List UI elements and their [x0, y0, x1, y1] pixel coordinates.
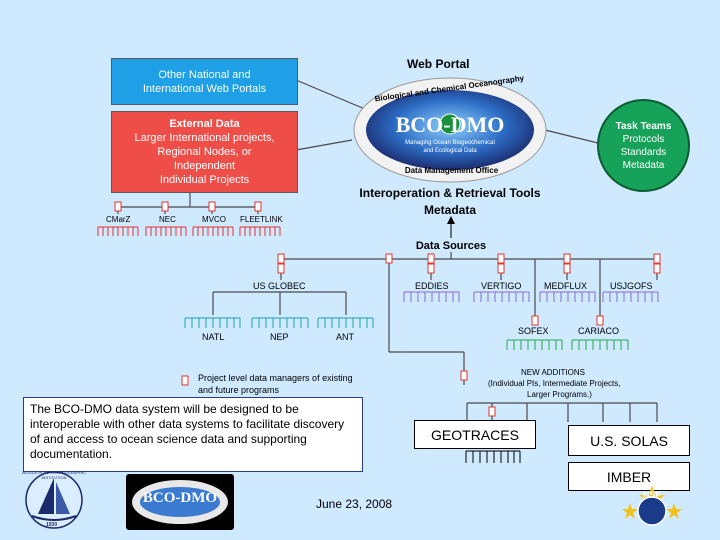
web-portal-title: Web Portal: [407, 57, 470, 71]
interop-label: Interoperation & Retrieval Tools: [359, 186, 541, 200]
nep-label: NEP: [270, 332, 289, 342]
usjgofs-label: USJGOFS: [610, 281, 653, 291]
external-data-box: External Data Larger International proje…: [111, 111, 298, 193]
node-cmarz: CMarZ: [106, 215, 131, 224]
external-data-title: External Data: [169, 118, 240, 130]
new-additions-title: NEW ADDITIONS: [521, 368, 586, 377]
natl-label: NATL: [202, 332, 225, 342]
external-line-1: Larger International projects,: [134, 132, 275, 144]
task-standards: Standards: [620, 146, 667, 158]
legend-line2: and future programs: [198, 385, 280, 395]
metadata-label: Metadata: [423, 203, 476, 217]
whoi-year: 1930: [46, 522, 58, 528]
vertigo-label: VERTIGO: [481, 281, 522, 291]
task-metadata: Metadata: [622, 159, 665, 171]
us-globec-label: US GLOBEC: [253, 281, 306, 291]
portal-arc-bottom: Data Management Office: [404, 166, 499, 175]
bco-dmo-small-logo: [126, 474, 234, 530]
task-teams-circle: Task Teams Protocols Standards Metadata: [597, 99, 690, 192]
ant-label: ANT: [336, 332, 354, 342]
node-mvco: MVCO: [202, 215, 226, 224]
footer-date: June 23, 2008: [316, 497, 393, 511]
portal-sub1: Managing Ocean Biogeochemical: [405, 140, 495, 146]
small-logo-text: BCO-DMO: [142, 490, 218, 506]
sofex-label: SOFEX: [518, 326, 549, 336]
other-portals-line2: International Web Portals: [142, 82, 267, 95]
external-line-2: Regional Nodes, or: [157, 146, 252, 158]
data-sources-title: Data Sources: [415, 240, 487, 252]
eddies-label: EDDIES: [415, 281, 449, 291]
geotraces-box: GEOTRACES: [414, 420, 536, 449]
task-teams-title: Task Teams: [615, 120, 672, 132]
new-additions-line2: Larger Programs.): [527, 390, 592, 399]
external-line-4: Individual Projects: [159, 174, 250, 186]
other-portals-line1: Other National and: [158, 68, 251, 81]
description-note: The BCO-DMO data system will be designed…: [23, 397, 363, 472]
node-fleetlink: FLEETLINK: [240, 215, 283, 224]
whoi-arc-text: WOODS HOLE OCEANOGRAPHIC INSTITUTION: [21, 470, 87, 480]
portal-logo-text: BCO-DMO: [395, 112, 505, 137]
node-nec: NEC: [159, 215, 176, 224]
us-solas-box: U.S. SOLAS: [568, 425, 690, 456]
small-logo-ellipse: [132, 480, 228, 524]
external-line-3: Independent: [173, 160, 236, 172]
imber-box: IMBER: [568, 462, 690, 491]
nsf-text: NSF: [643, 490, 661, 500]
whoi-logo: [25, 471, 83, 529]
cariaco-label: CARIACO: [578, 326, 620, 336]
new-additions-line1: (Individual PIs, Intermediate Projects,: [488, 379, 621, 388]
medflux-label: MEDFLUX: [544, 281, 588, 291]
task-protocols: Protocols: [622, 133, 665, 145]
nsf-logo: [622, 485, 682, 526]
legend-line1: Project level data managers of existing: [198, 373, 353, 383]
bco-dmo-portal-logo: [353, 77, 547, 183]
other-portals-box: Other National and International Web Por…: [111, 58, 298, 105]
portal-sub2: and Ecological Data: [423, 148, 477, 154]
